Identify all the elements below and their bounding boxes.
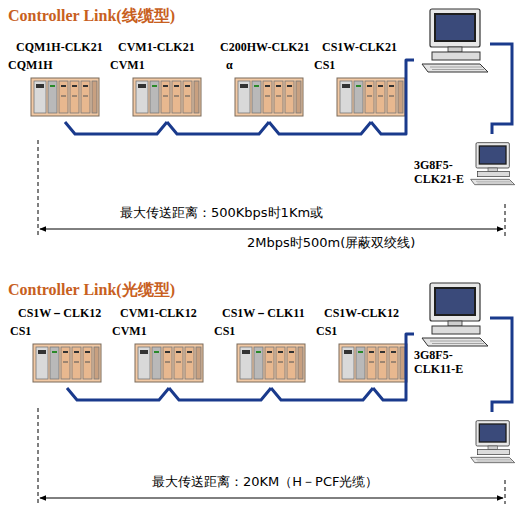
distance-note: 最大传送距离：500Kbps时1Km或 bbox=[118, 205, 325, 221]
section-title: Controller Link(线缆型) bbox=[6, 6, 177, 26]
network-cable bbox=[65, 122, 167, 134]
module-label: CS1W-CLK21 bbox=[322, 40, 397, 54]
network-cable bbox=[67, 388, 169, 400]
model-label: 3G8F5-CLK11-E bbox=[414, 348, 468, 377]
plc-node: CS1W-CLK12CS1 bbox=[314, 306, 412, 388]
computer-node: 3G8F5-CLK21-E bbox=[414, 6, 514, 192]
module-label: C200HW-CLK21 bbox=[220, 40, 310, 54]
network-cable bbox=[371, 60, 414, 134]
module-label: CS1W－CLK11 bbox=[222, 306, 305, 320]
module-label: CS1W－CLK12 bbox=[18, 306, 101, 320]
plc-name: α bbox=[226, 58, 233, 72]
plc-name: CS1 bbox=[316, 324, 337, 338]
network-cable bbox=[169, 388, 271, 400]
plc-name: CS1 bbox=[214, 324, 235, 338]
plc-node: C200HW-CLK21 α bbox=[210, 40, 312, 122]
section-title: Controller Link(光缆型) bbox=[6, 280, 177, 300]
computer-node: 3G8F5-CLK11-E bbox=[414, 280, 514, 380]
distance-note: 最大传送距离：20KM（H－PCF光缆） bbox=[150, 474, 380, 490]
plc-node: CS1W－CLK12CS1 bbox=[8, 306, 106, 388]
plc-node: CS1W-CLK21CS1 bbox=[312, 40, 410, 122]
module-label: CVM1-CLK21 bbox=[118, 40, 195, 54]
model-label: 3G8F5-CLK21-E bbox=[414, 158, 468, 187]
plc-node: CVM1-CLK12CVM1 bbox=[110, 306, 208, 388]
plc-node: CVM1-CLK21CVM1 bbox=[108, 40, 206, 122]
plc-node: CQM1H-CLK21CQM1H bbox=[6, 40, 105, 122]
distance-note: 2Mbps时500m(屏蔽双绞线) bbox=[245, 235, 417, 251]
network-cable bbox=[167, 122, 269, 134]
plc-name: CQM1H bbox=[8, 58, 53, 72]
module-label: CS1W-CLK12 bbox=[324, 306, 399, 320]
plc-name: CVM1 bbox=[110, 58, 145, 72]
network-cable bbox=[269, 122, 371, 134]
module-label: CVM1-CLK12 bbox=[120, 306, 197, 320]
network-cable bbox=[373, 334, 414, 400]
plc-name: CS1 bbox=[314, 58, 335, 72]
network-cable bbox=[271, 388, 373, 400]
plc-name: CS1 bbox=[10, 324, 31, 338]
plc-node: CS1W－CLK11CS1 bbox=[212, 306, 310, 388]
module-label: CQM1H-CLK21 bbox=[16, 40, 103, 54]
plc-name: CVM1 bbox=[112, 324, 147, 338]
